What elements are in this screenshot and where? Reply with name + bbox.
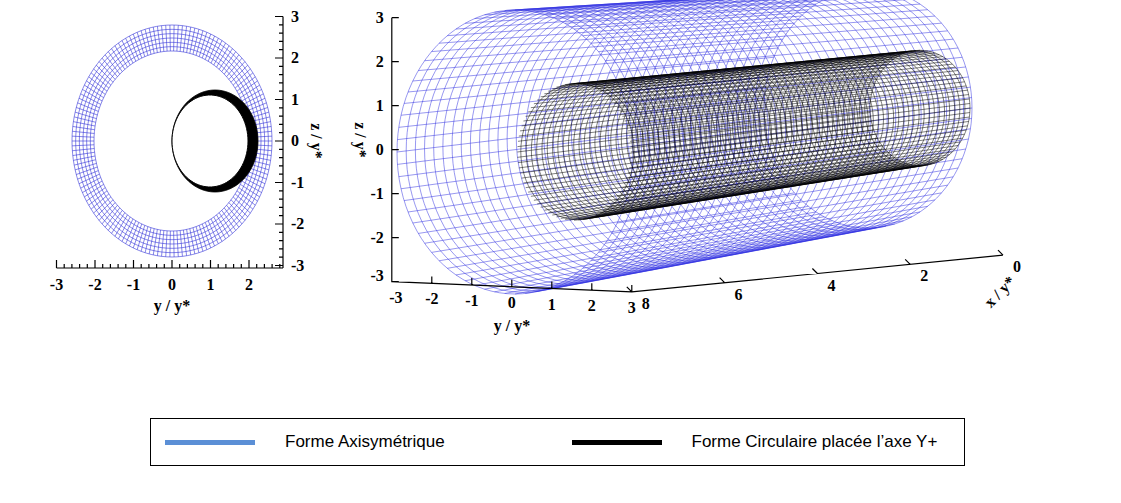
legend-swatch <box>572 440 662 445</box>
legend-text: Forme Circulaire placée l’axe Y+ <box>692 432 938 452</box>
tick-label: 0 <box>168 277 176 293</box>
tick-label: -3 <box>291 258 304 274</box>
axis-title: x / y* <box>981 273 1018 310</box>
tick-label: 4 <box>827 278 835 294</box>
axisymmetric-cylinder <box>397 0 972 294</box>
circular-shape <box>172 90 258 192</box>
tick-label: 2 <box>920 268 928 284</box>
legend-swatch <box>165 440 255 445</box>
tick-label: -1 <box>291 175 304 191</box>
tick-label: -2 <box>370 230 383 246</box>
tick-label: 2 <box>376 54 384 70</box>
axis-title: z / y* <box>352 122 368 158</box>
tick-label: 3 <box>628 300 636 316</box>
tick-label: -3 <box>370 268 383 284</box>
legend-item: Forme Circulaire placée l’axe Y+ <box>558 432 965 452</box>
tick-label: -3 <box>389 290 402 306</box>
tick-label: 0 <box>291 133 299 149</box>
tick-label: 6 <box>735 287 743 303</box>
tick-label: 1 <box>291 92 299 108</box>
axis-title: y / y* <box>154 298 190 314</box>
tick-label: 1 <box>207 277 215 293</box>
tick-label: -1 <box>465 293 478 309</box>
tick-label: 0 <box>376 142 384 158</box>
tick-label: 3 <box>291 9 299 25</box>
tick-label: 8 <box>642 296 650 312</box>
tick-label: 0 <box>508 295 516 311</box>
tick-label: -1 <box>370 186 383 202</box>
legend-box: Forme Axisymétrique Forme Circulaire plac… <box>150 418 965 466</box>
legend-text: Forme Axisymétrique <box>285 432 445 452</box>
circular-shape-hole <box>172 95 248 187</box>
legend-item: Forme Axisymétrique <box>151 432 558 452</box>
tick-label: 0 <box>1013 259 1021 275</box>
tick-label: -1 <box>127 277 140 293</box>
tick-label: -2 <box>291 216 304 232</box>
tick-label: -3 <box>50 277 63 293</box>
tick-label: 2 <box>588 298 596 314</box>
tick-label: 1 <box>376 98 384 114</box>
axis-title: y / y* <box>494 318 530 334</box>
axisymmetric-mesh <box>72 25 272 257</box>
tick-label: 3 <box>376 10 384 26</box>
axis-lines <box>57 17 284 269</box>
tick-label: 2 <box>245 277 253 293</box>
tick-label: -2 <box>88 277 101 293</box>
axis-title: z / y* <box>308 123 324 159</box>
tick-label: 1 <box>548 297 556 313</box>
perspective-plot <box>392 0 1003 294</box>
axis-lines <box>392 18 1003 292</box>
cross-section-plot <box>57 17 284 269</box>
tick-label: -2 <box>425 291 438 307</box>
circular-cylinder <box>517 50 970 220</box>
tick-label: 2 <box>291 50 299 66</box>
